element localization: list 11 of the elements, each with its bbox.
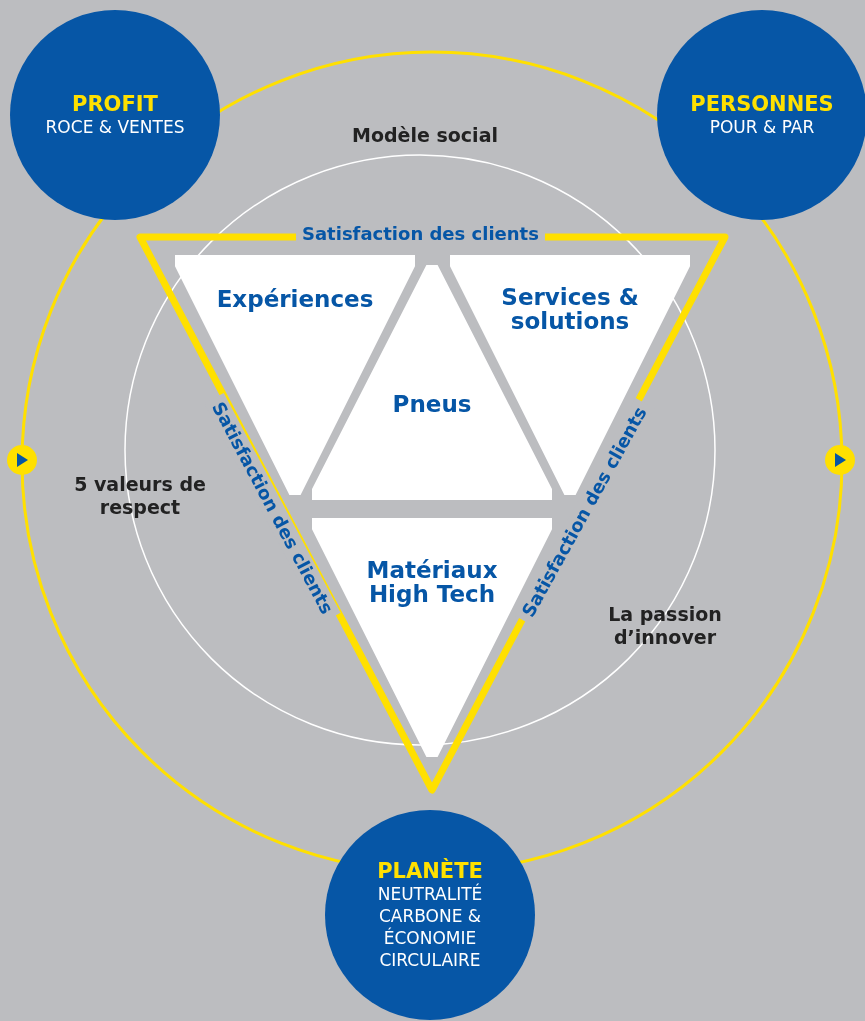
segment-label: Expériences xyxy=(215,287,375,311)
circle-heading: PERSONNES xyxy=(690,92,834,116)
segment-label: Pneus xyxy=(391,392,473,416)
circle-text: ROCE & VENTES xyxy=(44,116,186,138)
value-label: Modèle social xyxy=(351,124,499,147)
circle-text: NEUTRALITÉ CARBONE & ÉCONOMIE CIRCULAIRE xyxy=(376,883,484,971)
segment-label: Matériaux High Tech xyxy=(365,558,499,606)
circle-heading: PLANÈTE xyxy=(377,859,483,883)
circle-heading: PROFIT xyxy=(72,92,158,116)
segment-label: Services & solutions xyxy=(500,285,640,333)
circle-text: POUR & PAR xyxy=(708,116,816,138)
